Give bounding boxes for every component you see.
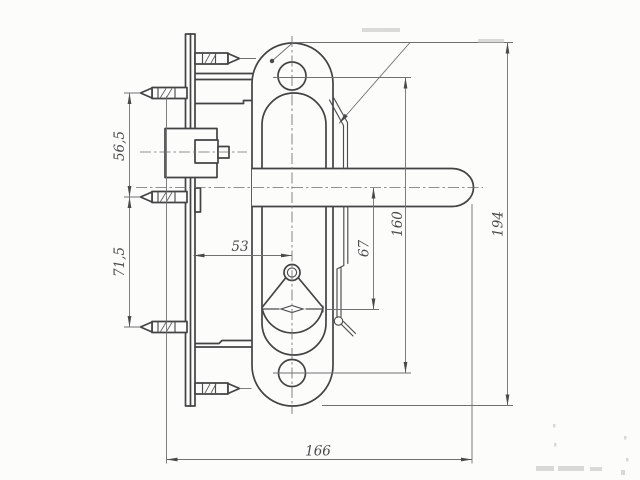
mounting-screw-left-3 — [139, 320, 188, 334]
dimension-label: 56,5 — [112, 131, 128, 161]
scan-artifact — [621, 470, 625, 475]
lower-case-line — [194, 339, 253, 348]
handle-fill — [252, 168, 474, 207]
screw-tip — [139, 191, 153, 203]
dim-arrow-up — [371, 187, 376, 199]
dim-arrow-up — [127, 197, 132, 208]
screw-segments — [157, 320, 176, 334]
scan-artifact — [554, 443, 557, 447]
dimension-label: 53 — [231, 239, 248, 255]
dimension-label: 71,5 — [112, 247, 128, 277]
screw-hatch — [160, 322, 173, 332]
dimension-label: 160 — [390, 211, 406, 237]
scan-artifact — [624, 436, 627, 440]
clip-leader-arrowhead — [339, 113, 348, 124]
latch-nub — [194, 187, 202, 213]
scan-artifact — [362, 28, 400, 32]
dim-arrow-down — [127, 186, 132, 197]
dim-arrow-down — [505, 394, 510, 406]
mounting-posts — [194, 72, 253, 348]
lower-clip-eyelet — [333, 316, 344, 326]
scan-artifact — [478, 39, 504, 43]
scan-artifact — [536, 466, 554, 471]
scan-artifact — [626, 458, 629, 462]
dim-arrow-up — [403, 77, 408, 89]
mortise-lock-case — [164, 127, 230, 179]
escutcheon-outer-outline — [251, 42, 334, 407]
dimension-53: 53 — [193, 239, 292, 258]
dimension-label: 194 — [491, 211, 507, 237]
dim-arrow-up — [127, 93, 132, 104]
thumbturn-slot-line — [261, 305, 324, 313]
dim-arrow-up — [505, 42, 510, 54]
screw-tip — [139, 87, 153, 99]
dimension-71-5: 71,5 — [112, 197, 132, 327]
dimension-67: 67 — [357, 187, 376, 310]
screw-segments — [157, 190, 176, 204]
dim-arrow-down — [127, 316, 132, 327]
plate-leader-dot — [269, 58, 275, 64]
dim-arrow-right — [461, 457, 472, 462]
spring-clips — [328, 96, 357, 337]
scan-artifact — [558, 466, 584, 471]
dim-arrow-left — [193, 253, 205, 258]
extension-lines — [124, 42, 513, 464]
screw-tip — [227, 52, 241, 65]
dimension-160: 160 — [390, 77, 408, 373]
dimension-56-5: 56,5 — [112, 93, 132, 197]
mounting-screw-bottom-right — [194, 382, 241, 395]
scan-artifact — [553, 424, 556, 428]
clip-leader — [338, 42, 411, 124]
screw-tip — [139, 321, 153, 333]
mounting-screw-top-right — [194, 52, 241, 65]
scan-artifacts — [362, 28, 629, 475]
scan-artifact — [590, 467, 602, 471]
dimension-166: 166 — [166, 444, 472, 462]
lower-clip-foot — [340, 320, 357, 337]
dim-arrow-left — [166, 457, 178, 462]
screw-hatch — [204, 53, 217, 64]
escutcheon-plate — [251, 42, 334, 407]
upper-case-line — [194, 99, 253, 105]
screw-hatch — [160, 192, 173, 202]
screw-segments — [157, 86, 176, 100]
upper-clip — [328, 96, 349, 170]
dim-arrow-down — [371, 298, 376, 310]
backplate — [184, 33, 202, 407]
dimension-194: 194 — [491, 42, 510, 406]
follower-hub — [194, 139, 219, 164]
thumbturn-outline — [261, 275, 324, 334]
escutcheon-inner-outline — [261, 92, 327, 356]
dim-arrow-right — [281, 253, 292, 258]
lower-clip — [336, 205, 349, 319]
centerlines — [136, 36, 483, 414]
dimension-label: 67 — [357, 240, 373, 258]
top-post-line — [194, 72, 253, 81]
dim-arrow-down — [403, 362, 408, 373]
screw-hatch — [204, 383, 217, 394]
dimension-label: 166 — [305, 444, 331, 460]
screw-tip — [227, 382, 241, 395]
leader-lines — [269, 42, 411, 124]
mounting-screw-left-1 — [139, 86, 188, 100]
screw-hatch — [160, 88, 173, 98]
door-handle-lever — [251, 167, 475, 208]
mounting-screw-left-2 — [139, 190, 188, 204]
thumbturn-slot-diamond — [279, 304, 305, 314]
plate-leader — [271, 42, 294, 62]
